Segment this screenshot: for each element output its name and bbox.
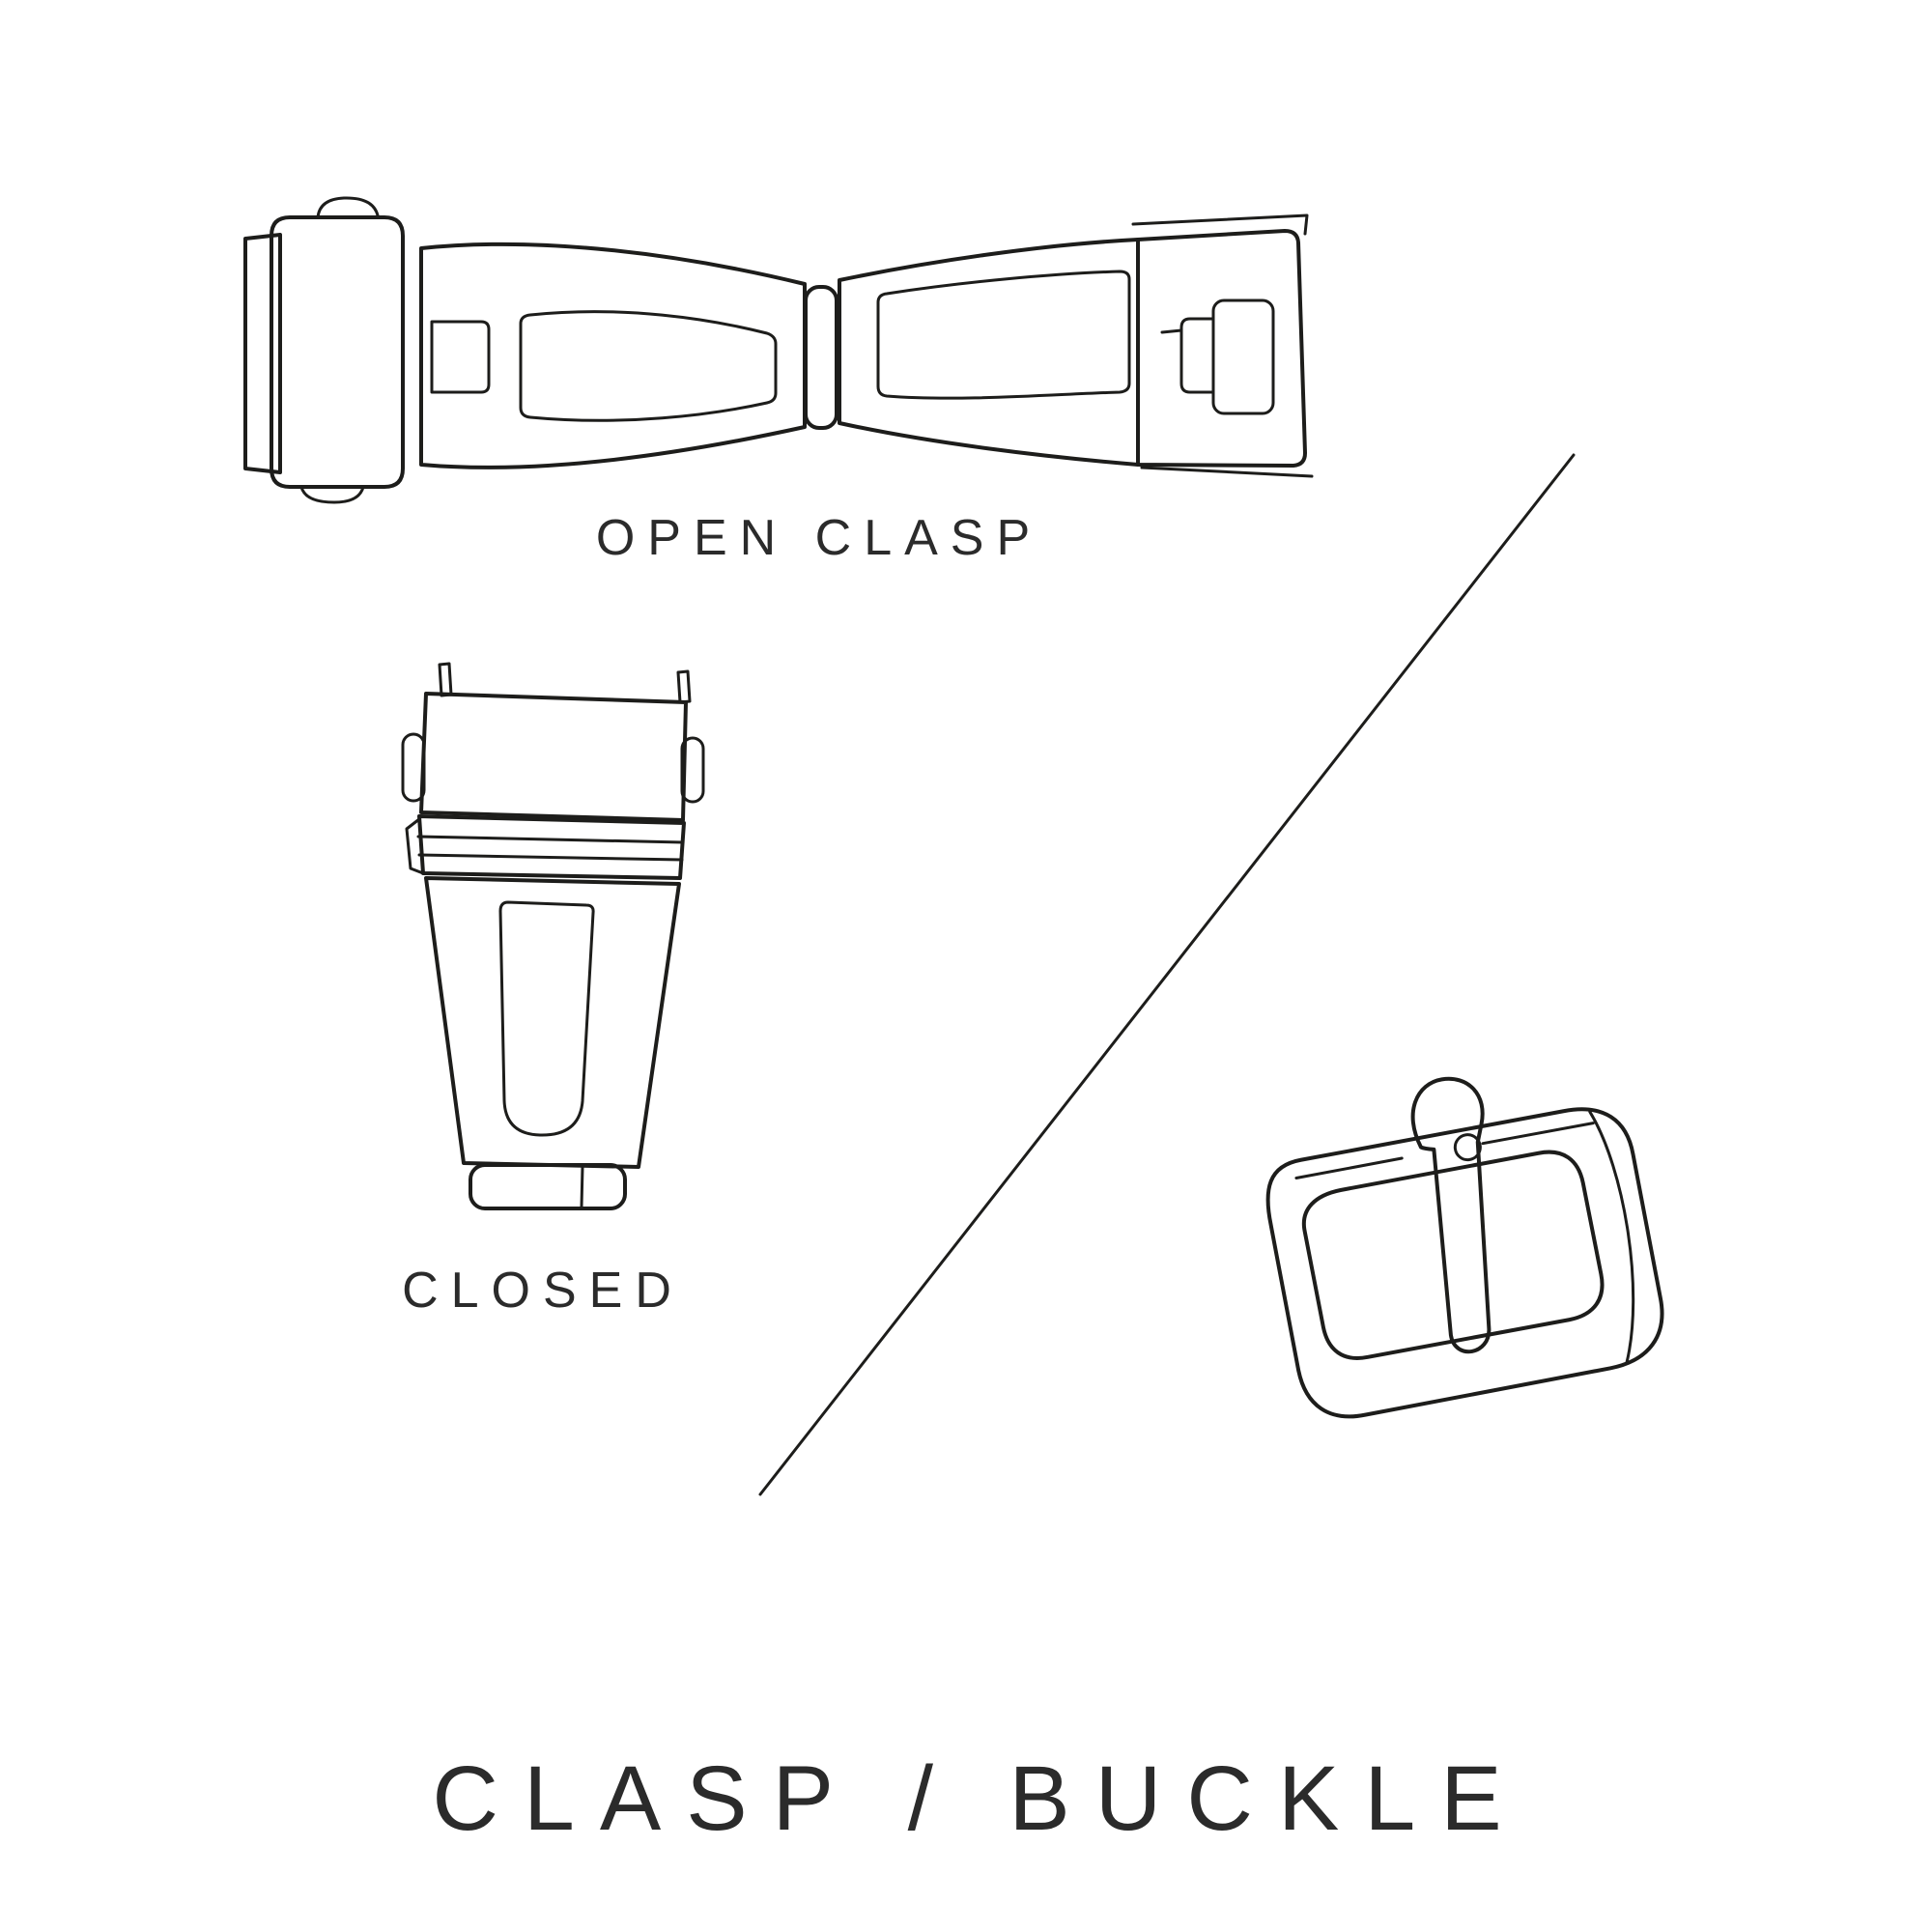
closed-band-line-1 [416, 835, 685, 844]
closed-prong-right [676, 669, 692, 704]
clasp-left-bottom-tab [299, 485, 365, 504]
buckle-tang [1410, 1076, 1492, 1354]
clasp-arm-notch [430, 320, 491, 394]
clasp-left-arm-inner [519, 310, 778, 422]
buckle-coil [1453, 1133, 1482, 1162]
buckle-frame-outer [1265, 1107, 1664, 1419]
clasp-right-arm-inner [876, 270, 1131, 400]
clasp-left-top-tab [316, 196, 380, 219]
buckle-spring-bar-left [1294, 1156, 1404, 1179]
clasp-end-hook [1179, 317, 1215, 394]
open-clasp-illustration [243, 196, 1314, 504]
tang-buckle-illustration [1265, 1076, 1664, 1419]
closed-band-flap [405, 817, 425, 875]
closed-ear-left [401, 732, 426, 803]
closed-clasp-label: CLOSED [402, 1263, 684, 1319]
closed-band [417, 814, 686, 880]
buckle-spring-bar-right [1481, 1122, 1595, 1146]
clasp-end-slot [1211, 298, 1275, 415]
clasp-end-hook-tick [1160, 328, 1183, 334]
open-clasp-label: OPEN CLASP [595, 510, 1043, 566]
clasp-end-bottom-fold [1140, 466, 1314, 478]
closed-prong-left [438, 662, 453, 697]
closed-top-block [419, 692, 688, 822]
clasp-left-arm [419, 242, 807, 469]
buckle-frame-thickness [1588, 1110, 1635, 1365]
clasp-left-block [270, 215, 405, 489]
diagonal-divider-line [758, 453, 1576, 1496]
clasp-end-top-fold [1131, 213, 1309, 236]
buckle-frame-inner [1301, 1150, 1605, 1360]
clasp-end-block [1136, 229, 1307, 468]
closed-body [424, 876, 681, 1169]
closed-bottom-band [469, 1163, 627, 1210]
clasp-hinge [804, 285, 838, 430]
closed-band-line-2 [417, 853, 684, 862]
closed-ear-right [680, 736, 705, 804]
closed-clasp-illustration [401, 662, 705, 1210]
diagram-title: CLASP / BUCKLE [432, 1747, 1527, 1850]
clasp-left-strip [243, 233, 282, 474]
closed-body-inner [498, 900, 595, 1137]
